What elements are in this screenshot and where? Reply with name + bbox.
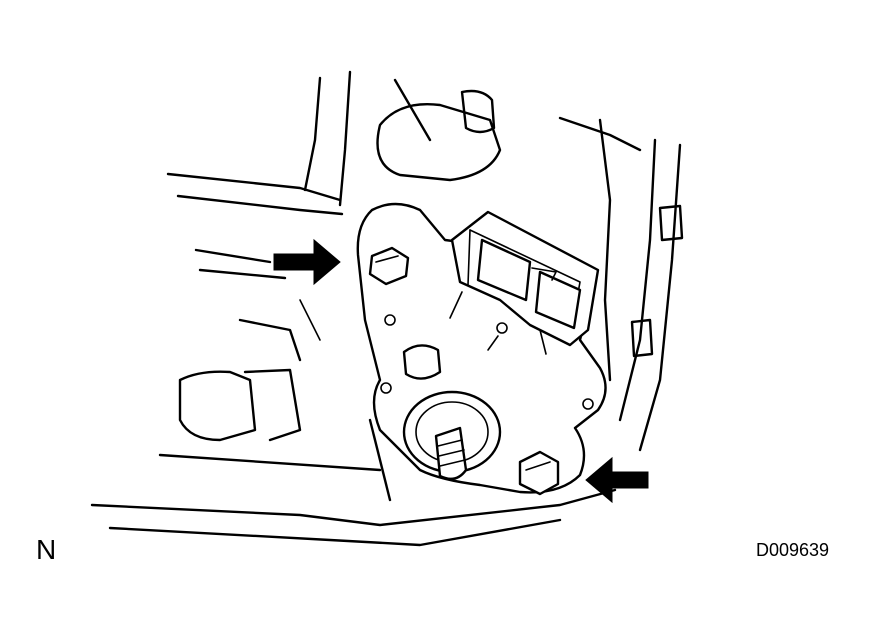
transmission-housing xyxy=(90,70,684,547)
right-pointing-arrow-icon xyxy=(273,238,341,286)
upper-bolt xyxy=(368,246,410,286)
switch-connector xyxy=(449,210,600,355)
figure-code: D009639 xyxy=(756,540,830,560)
manual-valve-shaft xyxy=(402,390,502,481)
left-pointing-arrow-icon xyxy=(585,456,649,504)
view-label: N xyxy=(36,534,57,565)
lower-bolt xyxy=(518,450,560,496)
